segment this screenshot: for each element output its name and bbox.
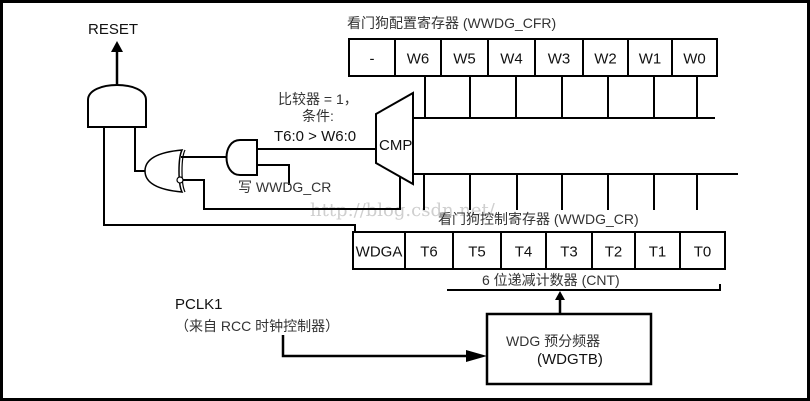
comparator-note-line2: 条件: <box>302 108 334 124</box>
or-output-wire <box>134 127 145 172</box>
write-cr-wire <box>257 164 290 185</box>
cfr-bit-label: W2 <box>594 51 617 68</box>
cfr-cell <box>671 38 718 77</box>
write-cr-label: 写 WWDG_CR <box>238 179 331 195</box>
cfr-bit-label: W3 <box>548 51 571 68</box>
or-gate-inverter <box>176 176 184 184</box>
cfr-bit-label: W5 <box>453 51 476 68</box>
prescaler-block <box>485 312 653 386</box>
cr-cell <box>500 231 547 270</box>
cfr-bit-label: - <box>370 51 375 68</box>
compare-and-gate <box>225 139 258 176</box>
or-gate <box>144 149 184 193</box>
cr-cell <box>452 231 502 270</box>
cfr-bus-drops <box>424 76 698 118</box>
cfr-bit-label: W4 <box>500 51 523 68</box>
cr-bit-label: T3 <box>560 244 578 261</box>
comparator-note-line3: T6:0 > W6:0 <box>274 128 356 145</box>
cfr-bit-label: W1 <box>639 51 662 68</box>
reset-arrow-head <box>111 41 123 52</box>
cr-bit-label: T4 <box>515 244 533 261</box>
cr-cell <box>591 231 636 270</box>
pclk-arrowhead <box>466 350 487 362</box>
cr-title: 看门狗控制寄存器 (WWDG_CR) <box>438 211 639 227</box>
prescaler-to-counter-arrowhead <box>555 291 565 300</box>
cfr-bit-label: W0 <box>683 51 706 68</box>
cr-bit-label: T1 <box>649 244 667 261</box>
cr-bit-label: T5 <box>468 244 486 261</box>
prescaler-label-line1: WDG 预分频器 <box>506 333 600 349</box>
cr-bit-label: T2 <box>605 244 623 261</box>
prescaler-label-line2: (WDGTB) <box>537 351 603 368</box>
counter-label: 6 位递减计数器 (CNT) <box>482 272 620 288</box>
cr-bus-drops <box>423 174 698 210</box>
pclk-wire <box>281 335 470 358</box>
cfr-title: 看门狗配置寄存器 (WWDG_CFR) <box>347 15 556 31</box>
cfr-cell <box>348 38 396 77</box>
pclk-source-label: （来自 RCC 时钟控制器） <box>175 318 339 334</box>
counter-bracket <box>447 284 721 291</box>
cr-bit-label: T6 <box>420 244 438 261</box>
cfr-cell <box>582 38 629 77</box>
cfr-bit-label: W6 <box>407 51 430 68</box>
cr-cell <box>679 231 726 270</box>
comparator-note-line1: 比较器 = 1， <box>278 91 358 107</box>
cfr-register: - W6 W5 W4 W3 W2 W1 W0 <box>348 38 718 77</box>
comparator <box>375 91 414 186</box>
reset-label: RESET <box>88 21 138 38</box>
reset-and-gate <box>87 84 147 128</box>
pclk-label: PCLK1 <box>175 296 223 313</box>
cr-cell <box>634 231 681 270</box>
watermark: http://blog.csdn.net/ <box>310 200 496 221</box>
comparator-label: CMP <box>379 137 412 154</box>
cr-register: WDGA T6 T5 T4 T3 T2 T1 T0 <box>352 231 726 270</box>
or-gate-back <box>181 149 186 193</box>
t6-wire <box>183 172 401 210</box>
cr-bit-label: WDGA <box>356 244 403 261</box>
cr-bit-label: T0 <box>694 244 712 261</box>
cr-cell <box>352 231 406 270</box>
